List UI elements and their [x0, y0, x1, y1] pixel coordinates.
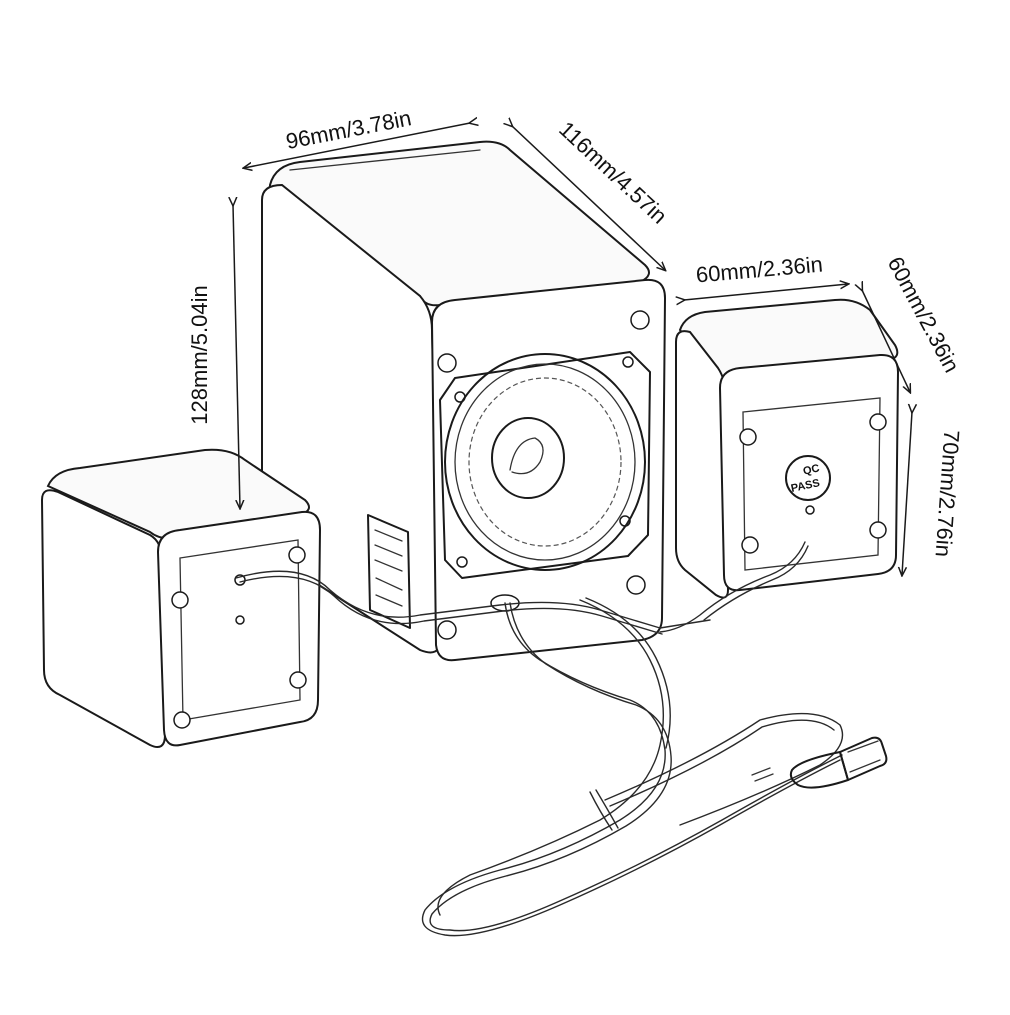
sat-width-label: 60mm/2.36in: [695, 252, 824, 288]
badge-line1: QC: [802, 462, 821, 477]
qc-pass-badge: QC PASS: [785, 455, 831, 501]
usb-audio-cable: [235, 541, 888, 937]
dimension-sub-height: 128mm/5.04in: [187, 205, 240, 508]
right-satellite-speaker: QC PASS: [675, 298, 900, 599]
dimension-sat-height: 70mm/2.76in: [902, 412, 964, 575]
left-satellite-speaker: [40, 448, 322, 748]
sat-height-label: 70mm/2.76in: [931, 429, 965, 558]
sub-height-label: 128mm/5.04in: [187, 285, 212, 424]
badge-line2: PASS: [790, 477, 821, 495]
dimension-sat-width: 60mm/2.36in: [684, 252, 848, 300]
usb-plug: [751, 736, 888, 789]
subwoofer: [261, 140, 667, 662]
